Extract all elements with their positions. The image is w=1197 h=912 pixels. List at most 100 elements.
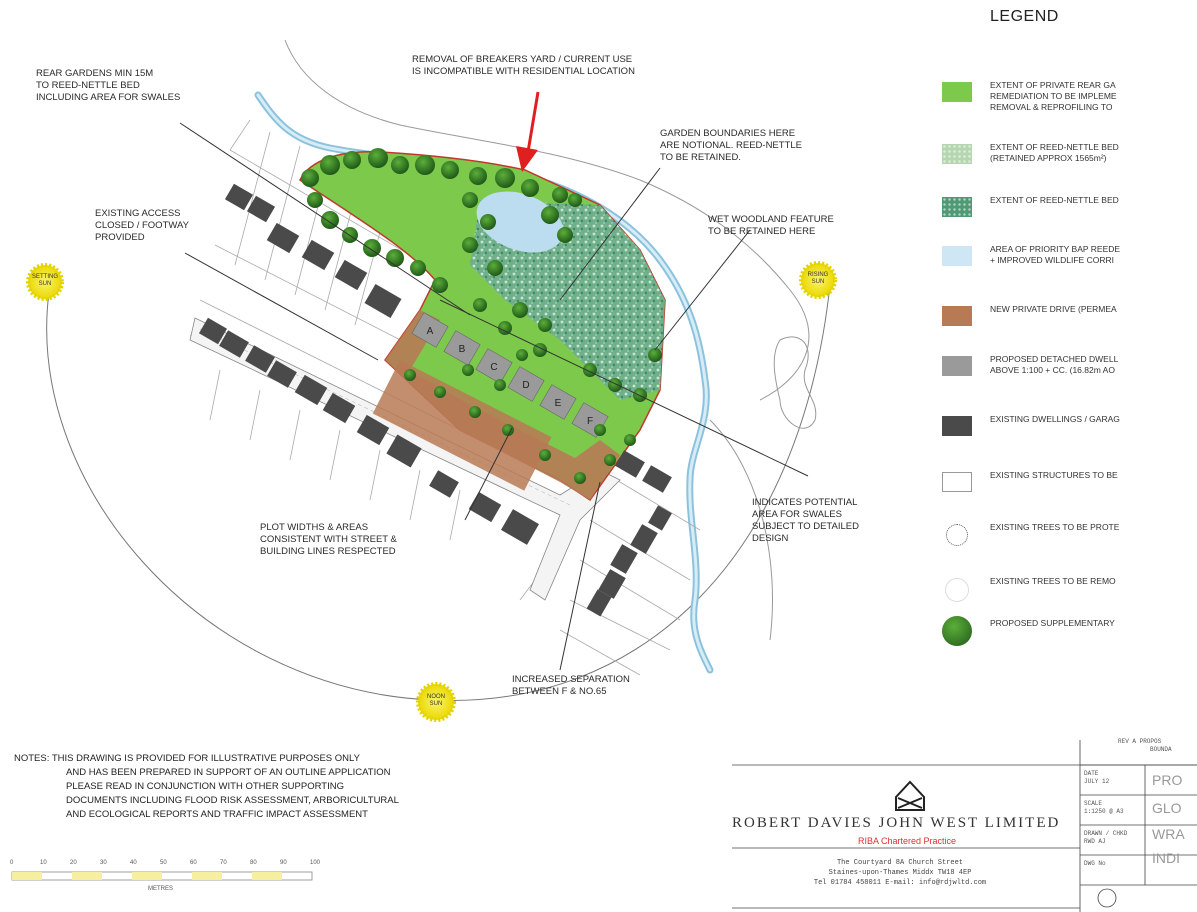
proposed-dwelling-d: D	[507, 366, 545, 402]
tree-icon	[301, 169, 319, 187]
tree-icon	[583, 363, 597, 377]
tree-icon	[434, 386, 446, 398]
legend-title: LEGEND	[990, 8, 1059, 25]
legend-label: PROPOSED SUPPLEMENTARY	[990, 618, 1115, 628]
legend-swatch	[945, 578, 969, 602]
tree-icon	[594, 424, 606, 436]
contour-line	[709, 419, 773, 641]
legend-swatch	[942, 82, 972, 102]
legend-item: EXTENT OF REED-NETTLE BED	[940, 193, 1197, 225]
tree-icon	[512, 302, 528, 318]
tree-icon	[538, 318, 552, 332]
tree-icon	[320, 155, 340, 175]
tree-icon	[633, 388, 647, 402]
scale-bar-unit: METRES	[148, 886, 174, 892]
tree-icon	[608, 378, 622, 392]
plot-letter: D	[522, 380, 529, 391]
tree-icon	[415, 155, 435, 175]
tree-icon	[552, 187, 568, 203]
legend-label: EXISTING STRUCTURES TO BE	[990, 470, 1118, 480]
scale-tick-label: 100	[310, 860, 321, 866]
tree-icon	[521, 179, 539, 197]
plot-letter: E	[555, 398, 562, 409]
tree-icon	[473, 298, 487, 312]
legend-swatch	[942, 197, 972, 217]
legend-swatch	[942, 472, 972, 492]
scale-tick-label: 10	[40, 860, 47, 866]
scale-tick-label: 70	[220, 860, 227, 866]
legend-item: PROPOSED SUPPLEMENTARY	[940, 616, 1197, 648]
legend-label: EXISTING TREES TO BE REMO	[990, 576, 1116, 586]
tree-icon	[321, 211, 339, 229]
company-logo-icon	[895, 780, 925, 811]
scale-tick-label: 60	[190, 860, 197, 866]
tree-icon	[469, 406, 481, 418]
tree-icon	[404, 369, 416, 381]
project-title-2: GLO	[1152, 800, 1182, 816]
private-drive	[385, 310, 620, 500]
legend-item: EXTENT OF REED-NETTLE BED(RETAINED APPRO…	[940, 140, 1197, 172]
tree-icon	[539, 449, 551, 461]
legend-item: EXISTING STRUCTURES TO BE	[940, 468, 1197, 500]
legend-item: EXISTING TREES TO BE PROTE	[940, 520, 1197, 552]
company-address: The Courtyard 8A Church Street Staines-u…	[813, 859, 987, 887]
legend-label: EXTENT OF REED-NETTLE BED(RETAINED APPRO…	[990, 142, 1119, 163]
tree-icon	[574, 472, 586, 484]
rising-sun-icon	[799, 261, 837, 299]
plot-letter: A	[427, 326, 434, 337]
plot-letter: F	[587, 416, 593, 427]
tree-icon	[487, 260, 503, 276]
existing-dwellings	[198, 183, 672, 617]
tree-icon	[498, 321, 512, 335]
company-name: ROBERT DAVIES JOHN WEST LIMITED	[732, 815, 1061, 831]
tree-icon	[343, 151, 361, 169]
annotation-leaders	[179, 122, 809, 671]
title-block	[732, 740, 1197, 912]
tree-icon	[541, 206, 559, 224]
tree-icon	[516, 349, 528, 361]
tree-icon	[368, 148, 388, 168]
project-title-1: PRO	[1152, 772, 1183, 788]
supplementary-trees	[301, 148, 662, 484]
tree-icon	[462, 237, 478, 253]
scale-tick-label: 20	[70, 860, 77, 866]
legend-swatch	[942, 144, 972, 164]
tree-icon	[495, 168, 515, 188]
tree-icon	[386, 249, 404, 267]
proposed-dwelling-b: B	[443, 330, 481, 366]
bap-reedbed-water	[476, 191, 564, 253]
legend-label: EXISTING TREES TO BE PROTE	[990, 522, 1120, 532]
scale-tick-label: 40	[130, 860, 137, 866]
tb-dwg-no: DWG No	[1084, 860, 1106, 867]
drawing-notes: NOTES: THIS DRAWING IS PROVIDED FOR ILLU…	[14, 753, 399, 820]
tree-icon	[648, 348, 662, 362]
legend-label: AREA OF PRIORITY BAP REEDE+ IMPROVED WIL…	[990, 244, 1121, 265]
scale-tick-label: 80	[250, 860, 257, 866]
legend-swatch	[942, 616, 972, 646]
proposed-dwelling-c: C	[475, 348, 513, 384]
tree-icon	[391, 156, 409, 174]
scale-tick-label: 0	[10, 860, 14, 866]
legend-item: EXISTING DWELLINGS / GARAG	[940, 412, 1197, 444]
tree-icon	[462, 364, 474, 376]
tree-icon	[502, 424, 514, 436]
project-title-4: INDI	[1152, 850, 1180, 866]
tree-icon	[480, 214, 496, 230]
legend-swatch	[942, 416, 972, 436]
tree-icon	[441, 161, 459, 179]
